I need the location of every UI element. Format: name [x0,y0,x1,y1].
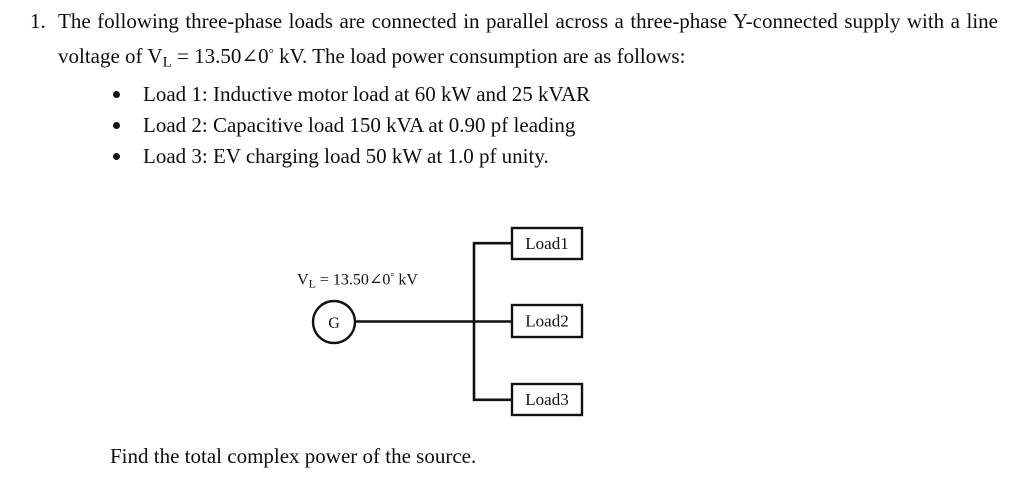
bullet-icon [113,91,120,98]
generator-symbol [311,299,357,345]
voltage-phase-value: 0 [382,271,391,289]
problem-statement: 1. The following three-phase loads are c… [30,6,998,78]
angle-symbol: ∠ [241,43,259,68]
voltage-symbol-subscript: L [308,276,316,291]
problem-line-2: supply with a line voltage of VL = 13.50… [58,9,999,71]
degree-symbol: ° [268,45,274,60]
problem-text: The following three-phase loads are conn… [58,6,998,78]
load-1-description: Load 1: Inductive motor load at 60 kW an… [143,82,591,106]
voltage-equals-value: = 13.50 [315,271,369,289]
load-1-box [510,226,584,261]
bullet-icon [113,153,120,160]
problem-line2-prefix: supply with a line voltage of V [58,9,999,68]
voltage-equals: = 13.50 [171,43,242,68]
load-2-label: Load2 [525,312,568,331]
voltage-subscript: L [162,54,172,71]
load-3-description: Load 3: EV charging load 50 kW at 1.0 pf… [143,144,549,168]
load-list: Load 1: Inductive motor load at 60 kW an… [113,79,913,172]
voltage-unit-label: kV [394,271,418,289]
list-item: Load 3: EV charging load 50 kW at 1.0 pf… [113,141,913,172]
voltage-phase: 0 [258,43,269,68]
load-3-label: Load3 [525,390,568,409]
voltage-unit: kV [273,43,303,68]
voltage-value-group: = 13.50∠0° kV [172,44,302,68]
voltage-symbol: V [297,271,309,289]
list-item: Load 2: Capacitive load 150 kVA at 0.90 … [113,110,913,141]
degree-symbol: ° [390,272,395,283]
bullet-icon [113,122,120,129]
load-2-description: Load 2: Capacitive load 150 kVA at 0.90 … [143,113,576,137]
load-2-box [510,303,584,339]
list-item: Load 1: Inductive motor load at 60 kW an… [113,79,913,110]
problem-line-1: The following three-phase loads are conn… [58,9,838,33]
load-1-label: Load1 [525,234,568,253]
load-3-box [510,382,584,417]
closing-question: Find the total complex power of the sour… [110,444,477,468]
generator-label: G [328,315,340,332]
angle-symbol: ∠ [368,269,383,289]
source-voltage-label: VL = 13.50∠0° kV [297,268,418,293]
problem-line2-suffix: . The load power consumption are as foll… [302,43,686,68]
problem-number: 1. [30,9,46,33]
